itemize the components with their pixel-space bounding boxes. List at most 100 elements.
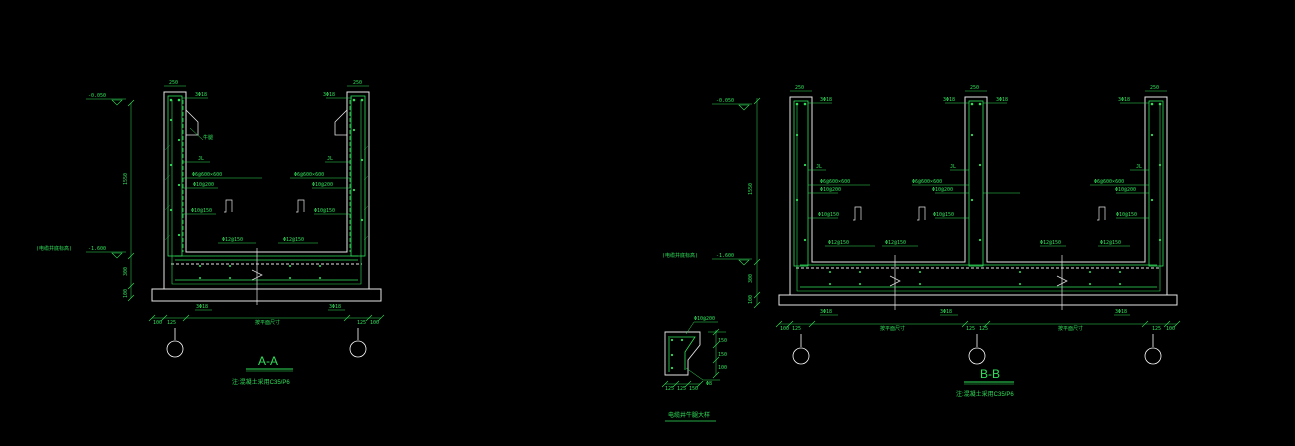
aa-stirrup-right: Φ6@600×600: [294, 172, 324, 178]
aa-tie-left: JL: [198, 156, 204, 162]
bb-wall-bar2-1: Φ10@150: [818, 212, 839, 218]
aa-dim-top-right: 250: [353, 80, 362, 86]
detail-rebar: [668, 336, 696, 372]
corbel-detail: Φ10@200 Φ8 150 150 100 125 125 150 电缆井牛腿…: [661, 316, 727, 422]
aa-rebar-dots: [169, 98, 364, 279]
bb-dim-height: 1550: [748, 183, 754, 195]
aa-break-mark: [251, 248, 263, 305]
detail-dim-v3: 100: [718, 365, 727, 371]
bb-dim-outer-left: 100: [780, 326, 789, 332]
bb-wall-bar2-2: Φ10@150: [933, 212, 954, 218]
bb-elev-note: (电缆井底标高): [662, 252, 698, 259]
bb-concrete-outline: [778, 96, 1178, 306]
bb-axis-bubbles: [792, 334, 1162, 365]
aa-axis-bubbles: [166, 328, 367, 358]
bb-slab-bar-3: Φ12@150: [1040, 240, 1061, 246]
aa-elev-bottom-label: -1.600: [88, 246, 106, 252]
bb-break-marks: [889, 255, 1068, 310]
bb-dim-outer-right: 100: [1166, 326, 1175, 332]
bb-tie-2: JL: [950, 164, 956, 170]
bb-tie-1: JL: [816, 164, 822, 170]
bb-dim-pad: 100: [748, 295, 754, 304]
aa-hatch: [164, 144, 370, 241]
aa-bar-bottom-right: 3Φ18: [329, 304, 341, 310]
bb-bar-top-3: 3Φ18: [996, 97, 1008, 103]
aa-dim-bottom-wall-left: 125: [167, 320, 176, 326]
detail-outline: [664, 331, 701, 376]
aa-bar-top-left: 3Φ18: [195, 92, 207, 98]
detail-dots: [670, 338, 684, 370]
detail-caption: 电缆井牛腿大样: [668, 411, 710, 419]
aa-bar-bottom-left: 3Φ18: [196, 304, 208, 310]
aa-hook-symbols: [224, 199, 305, 213]
bb-slab-bar-2: Φ12@150: [885, 240, 906, 246]
bb-wall-bar-2: Φ10@200: [932, 187, 953, 193]
bb-slab-bar-4: Φ12@150: [1100, 240, 1121, 246]
aa-rebar: [167, 95, 366, 285]
aa-leaders: [182, 97, 352, 311]
bb-wall-bar-3: Φ10@200: [1115, 187, 1136, 193]
aa-elevation-top: -0.050: [86, 93, 126, 106]
aa-bar-top-right: 3Φ18: [323, 92, 335, 98]
aa-dim-height: 1550: [123, 173, 129, 185]
bb-bar-top-4: 3Φ18: [1118, 97, 1130, 103]
aa-dim-pad: 100: [123, 289, 129, 298]
aa-title: A-A: [258, 354, 278, 368]
aa-elev-note: (电缆井底标高): [36, 245, 72, 252]
bb-hook-symbols: [853, 206, 1106, 221]
bb-wall-bar2-3: Φ10@150: [1116, 212, 1137, 218]
detail-dim-v1: 150: [718, 338, 727, 344]
bb-dim-clear-1: 按平面尺寸: [880, 325, 905, 332]
detail-dim-1: 125: [665, 386, 674, 392]
bb-stirrup-3: Φ6@600×600: [1094, 179, 1124, 185]
section-bb: -0.050 1550 300 100 (电缆井底标高) -1.600 250 …: [662, 85, 1181, 398]
bb-stirrup-2: Φ6@600×600: [912, 179, 942, 185]
aa-dim-bottom-clear: 按平面尺寸: [255, 319, 280, 326]
bb-dim-wall-left: 125: [792, 326, 801, 332]
aa-dim-bottom-outer-left: 100: [153, 320, 162, 326]
bb-bar-top-2: 3Φ18: [943, 97, 955, 103]
bb-elevation-top: -0.050: [712, 98, 752, 111]
bb-tie-3: JL: [1136, 164, 1142, 170]
aa-wall-bar-left: Φ10@200: [193, 182, 214, 188]
aa-dim-base: 300: [123, 267, 129, 276]
aa-wall-bar2-left: Φ10@150: [191, 208, 212, 214]
aa-dim-bottom-outer-right: 100: [370, 320, 379, 326]
bb-dim-wall-mid-r: 125: [979, 326, 988, 332]
aa-elev-top-label: -0.050: [88, 93, 106, 99]
aa-dim-bottom-wall-right: 125: [357, 320, 366, 326]
aa-stirrup-left: Φ6@600×600: [192, 172, 222, 178]
aa-dim-top-left: 250: [169, 80, 178, 86]
bb-bar-bottom-1: 3Φ18: [820, 309, 832, 315]
detail-bar-side: Φ8: [706, 381, 712, 387]
bb-elev-top-label: -0.050: [716, 98, 734, 104]
aa-elevation-bottom: (电缆井底标高) -1.600: [36, 245, 126, 259]
bb-dim-wall-mid-l: 125: [966, 326, 975, 332]
aa-wall-bar2-right: Φ10@150: [314, 208, 335, 214]
detail-dim-2: 125: [677, 386, 686, 392]
bb-bar-bottom-2: 3Φ18: [940, 309, 952, 315]
bb-slab-bar-1: Φ12@150: [828, 240, 849, 246]
bb-wall-bar-1: Φ10@200: [820, 187, 841, 193]
aa-corbel-label: 牛腿: [203, 134, 213, 141]
aa-tie-right: JL: [327, 156, 333, 162]
bb-dim-top-2: 250: [970, 85, 979, 91]
bb-dim-base: 300: [748, 274, 754, 283]
detail-leaders: [665, 321, 726, 385]
bb-stirrup-1: Φ6@600×600: [820, 179, 850, 185]
aa-slab-bar-left: Φ12@150: [222, 237, 243, 243]
bb-leaders: [808, 102, 1149, 316]
bb-title: B-B: [980, 367, 1000, 381]
detail-dim-v2: 150: [718, 352, 727, 358]
bb-bar-top-1: 3Φ18: [820, 97, 832, 103]
bb-dim-clear-2: 按平面尺寸: [1058, 325, 1083, 332]
bb-rebar: [793, 100, 1164, 292]
bb-elev-bottom-label: -1.600: [716, 253, 734, 259]
bb-elevation-bottom: (电缆井底标高) -1.600: [662, 252, 752, 266]
bb-bar-bottom-3: 3Φ18: [1115, 309, 1127, 315]
aa-concrete-outline: [151, 91, 382, 302]
aa-corbels: [185, 109, 348, 136]
aa-slab-bar-right: Φ12@150: [283, 237, 304, 243]
